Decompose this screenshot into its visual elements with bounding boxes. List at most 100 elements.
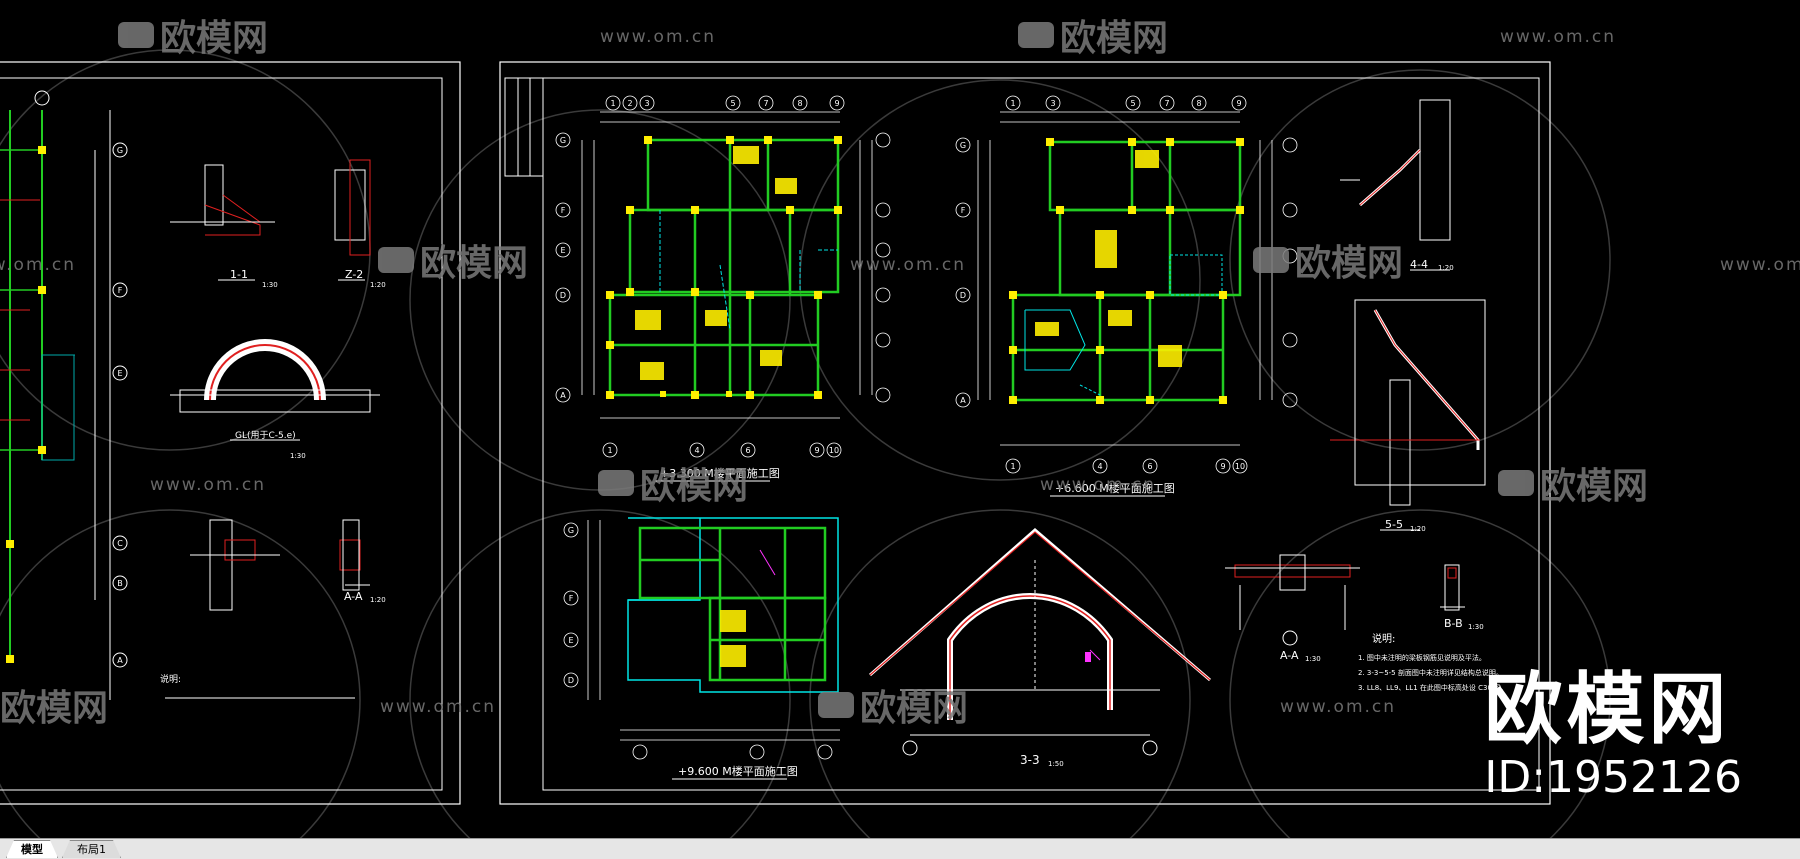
svg-text:www.om.cn: www.om.cn (850, 255, 966, 275)
svg-text:F: F (961, 206, 966, 215)
section-gl-label: GL(用于C-5.e) (235, 430, 296, 441)
svg-text:9: 9 (834, 99, 839, 108)
svg-text:1:50: 1:50 (1048, 760, 1064, 768)
notes-title: 说明: (1372, 632, 1395, 645)
svg-text:A: A (960, 396, 966, 405)
left-axis-e: E (117, 369, 122, 378)
sofa-logo-icon (598, 470, 634, 496)
left-note-title: 说明: (160, 673, 181, 685)
left-partial-plan: G F E C B A (0, 90, 128, 700)
svg-text:A: A (560, 391, 566, 400)
svg-text:www.om.cn: www.om.cn (1500, 27, 1616, 47)
svg-text:G: G (568, 526, 574, 535)
svg-text:4: 4 (1097, 462, 1102, 471)
section-1-1-label: 1-1 (230, 268, 248, 281)
left-axis-f: F (118, 286, 123, 295)
svg-text:3: 3 (644, 99, 649, 108)
svg-text:D: D (560, 291, 566, 300)
svg-text:www.om.cn: www.om.cn (150, 475, 266, 495)
brand-id: ID:1952126 (1484, 752, 1742, 803)
svg-text:1:20: 1:20 (1438, 264, 1454, 272)
sofa-logo-icon (1018, 22, 1054, 48)
left-sheet-frame (0, 61, 461, 805)
svg-text:1:20: 1:20 (370, 281, 386, 289)
svg-text:D: D (960, 291, 966, 300)
svg-text:1:20: 1:20 (370, 596, 386, 604)
svg-text:1:30: 1:30 (290, 452, 306, 460)
svg-text:www.om.cn: www.om.cn (1280, 697, 1396, 717)
plan-9600-title: +9.600 M楼平面施工图 (678, 764, 798, 778)
section-z2-label: Z-2 (345, 268, 363, 281)
brand-name: 欧模网 (1484, 665, 1731, 755)
svg-text:1:20: 1:20 (1410, 525, 1426, 533)
svg-text:8: 8 (797, 99, 802, 108)
svg-text:F: F (561, 206, 566, 215)
svg-text:E: E (568, 636, 573, 645)
svg-text:欧模网: 欧模网 (1060, 18, 1168, 59)
svg-text:D: D (568, 676, 574, 685)
svg-text:1:30: 1:30 (1305, 655, 1321, 663)
section-3-3-label: 3-3 (1020, 753, 1040, 767)
svg-text:6: 6 (1147, 462, 1152, 471)
svg-text:www.om.cn: www.om.cn (380, 697, 496, 717)
sofa-logo-icon (1253, 247, 1289, 273)
cad-model-space[interactable]: G F E C B A 1-1 1:30 (0, 0, 1800, 838)
svg-text:5: 5 (1130, 99, 1135, 108)
left-axis-g: G (117, 146, 123, 155)
svg-text:1:30: 1:30 (262, 281, 278, 289)
svg-text:9: 9 (1220, 462, 1225, 471)
svg-text:1: 1 (607, 446, 612, 455)
note-2: 2. 3-3~5-5 剖面图中未注明详见结构总说明。 (1358, 668, 1503, 677)
note-3: 3. LL8、LL9、LL1 在此图中标高处设 C30 梁, (1358, 683, 1503, 692)
svg-text:E: E (560, 246, 565, 255)
watermark-layer: 欧模网 欧模网 欧模网 欧模网 欧模网 欧模网 欧模网 欧模网 www.om.c… (0, 18, 1800, 729)
svg-text:欧模网: 欧模网 (160, 18, 268, 59)
plan-6600-title: +6.600 M楼平面施工图 (1055, 481, 1175, 495)
svg-text:9: 9 (1236, 99, 1241, 108)
svg-text:G: G (560, 136, 566, 145)
sofa-logo-icon (378, 247, 414, 273)
svg-text:10: 10 (1235, 462, 1245, 471)
note-1: 1. 图中未注明的梁板钢筋见说明及平法。 (1358, 653, 1486, 662)
detail-bb-label: B-B (1444, 617, 1463, 630)
left-axis-b: B (117, 579, 123, 588)
svg-text:www.om.cn: www.om.cn (1040, 475, 1156, 495)
svg-text:欧模网: 欧模网 (640, 466, 748, 507)
svg-text:www.om.cn: www.om.cn (1720, 255, 1800, 275)
svg-text:7: 7 (763, 99, 768, 108)
svg-text:G: G (960, 141, 966, 150)
svg-text:1: 1 (1010, 99, 1015, 108)
left-detail-labels: 1-1 1:30 Z-2 1:20 GL(用于C-5.e) 1:30 A-A 1… (160, 268, 386, 699)
svg-text:4: 4 (694, 446, 699, 455)
main-sheet-frame (499, 61, 1551, 805)
section-3-3 (869, 528, 1211, 756)
svg-text:欧模网: 欧模网 (860, 688, 968, 729)
left-details (170, 159, 380, 611)
sofa-logo-icon (118, 22, 154, 48)
svg-text:7: 7 (1164, 99, 1169, 108)
layout-tab-bar: 模型 布局1 (0, 838, 1800, 859)
left-axis-c: C (117, 539, 123, 548)
svg-text:欧模网: 欧模网 (0, 688, 108, 729)
svg-text:10: 10 (829, 446, 839, 455)
svg-text:F: F (569, 594, 574, 603)
svg-text:2: 2 (627, 99, 632, 108)
brand-overlay: 欧模网 ID:1952126 (1484, 668, 1742, 804)
svg-text:www.om.cn: www.om.cn (0, 255, 76, 275)
sofa-logo-icon (818, 692, 854, 718)
svg-text:欧模网: 欧模网 (1295, 243, 1403, 284)
svg-text:1: 1 (610, 99, 615, 108)
section-aa-label: A-A (344, 590, 363, 603)
svg-text:1: 1 (1010, 462, 1015, 471)
detail-aa-label: A-A (1280, 649, 1299, 662)
svg-text:1:30: 1:30 (1468, 623, 1484, 631)
svg-text:www.om.cn: www.om.cn (600, 27, 716, 47)
right-details (1225, 99, 1486, 646)
svg-text:欧模网: 欧模网 (420, 243, 528, 284)
left-axis-a: A (117, 656, 123, 665)
tab-layout1[interactable]: 布局1 (62, 840, 121, 858)
detail-4-4-label: 4-4 (1410, 258, 1428, 271)
svg-text:8: 8 (1196, 99, 1201, 108)
tab-model[interactable]: 模型 (6, 840, 58, 858)
svg-text:3: 3 (1050, 99, 1055, 108)
